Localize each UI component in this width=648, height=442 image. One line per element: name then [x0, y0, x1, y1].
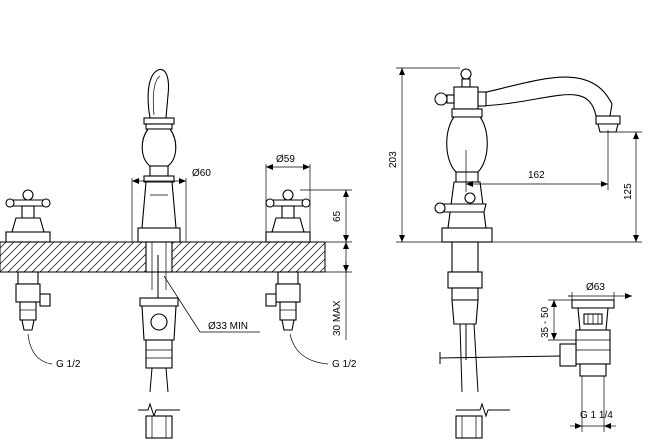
dim-deck-thickness: 30 MAX: [325, 242, 352, 340]
right-valve: [265, 189, 311, 331]
dim-waste-range: 35 - 50: [540, 299, 576, 341]
dim-left-connection: G 1/2: [27, 333, 81, 370]
left-valve: [5, 189, 51, 331]
dim-total-height: 203: [388, 67, 460, 243]
deck-thickness-label: 30 MAX: [332, 300, 343, 336]
waste-thread-label: G 1 1/4: [580, 410, 613, 421]
dim-handle-diameter: Ø59: [265, 154, 311, 232]
waste-range-label: 35 - 50: [540, 306, 551, 338]
side-view: 203 162 125 Ø63 35 -: [388, 67, 642, 439]
dim-outlet-height: 125: [492, 131, 642, 243]
pop-up-waste: [559, 299, 615, 400]
dim-waste-diameter: Ø63: [568, 282, 632, 300]
spout-reach-label: 162: [528, 170, 545, 181]
left-connection-label: G 1/2: [56, 359, 81, 370]
dim-rod-diameter: Ø33 MIN: [163, 275, 260, 333]
right-connection-label: G 1/2: [332, 359, 357, 370]
dim-waste-thread: G 1 1/4: [570, 400, 616, 432]
total-height-label: 203: [388, 151, 399, 168]
outlet-height-label: 125: [623, 183, 634, 200]
dim-spout-diameter: Ø60: [131, 168, 211, 242]
dim-spout-reach: 162: [465, 130, 609, 192]
spout-diameter-label: Ø60: [192, 168, 211, 179]
handle-height-label: 65: [332, 210, 343, 222]
rod-diameter-label: Ø33 MIN: [208, 321, 248, 332]
front-view: Ø60 Ø59 65 30 MAX Ø33 MIN: [0, 68, 357, 439]
handle-diameter-label: Ø59: [276, 154, 295, 165]
dim-right-connection: G 1/2: [289, 333, 357, 370]
waste-diameter-label: Ø63: [586, 282, 605, 293]
center-spout: [137, 68, 181, 439]
